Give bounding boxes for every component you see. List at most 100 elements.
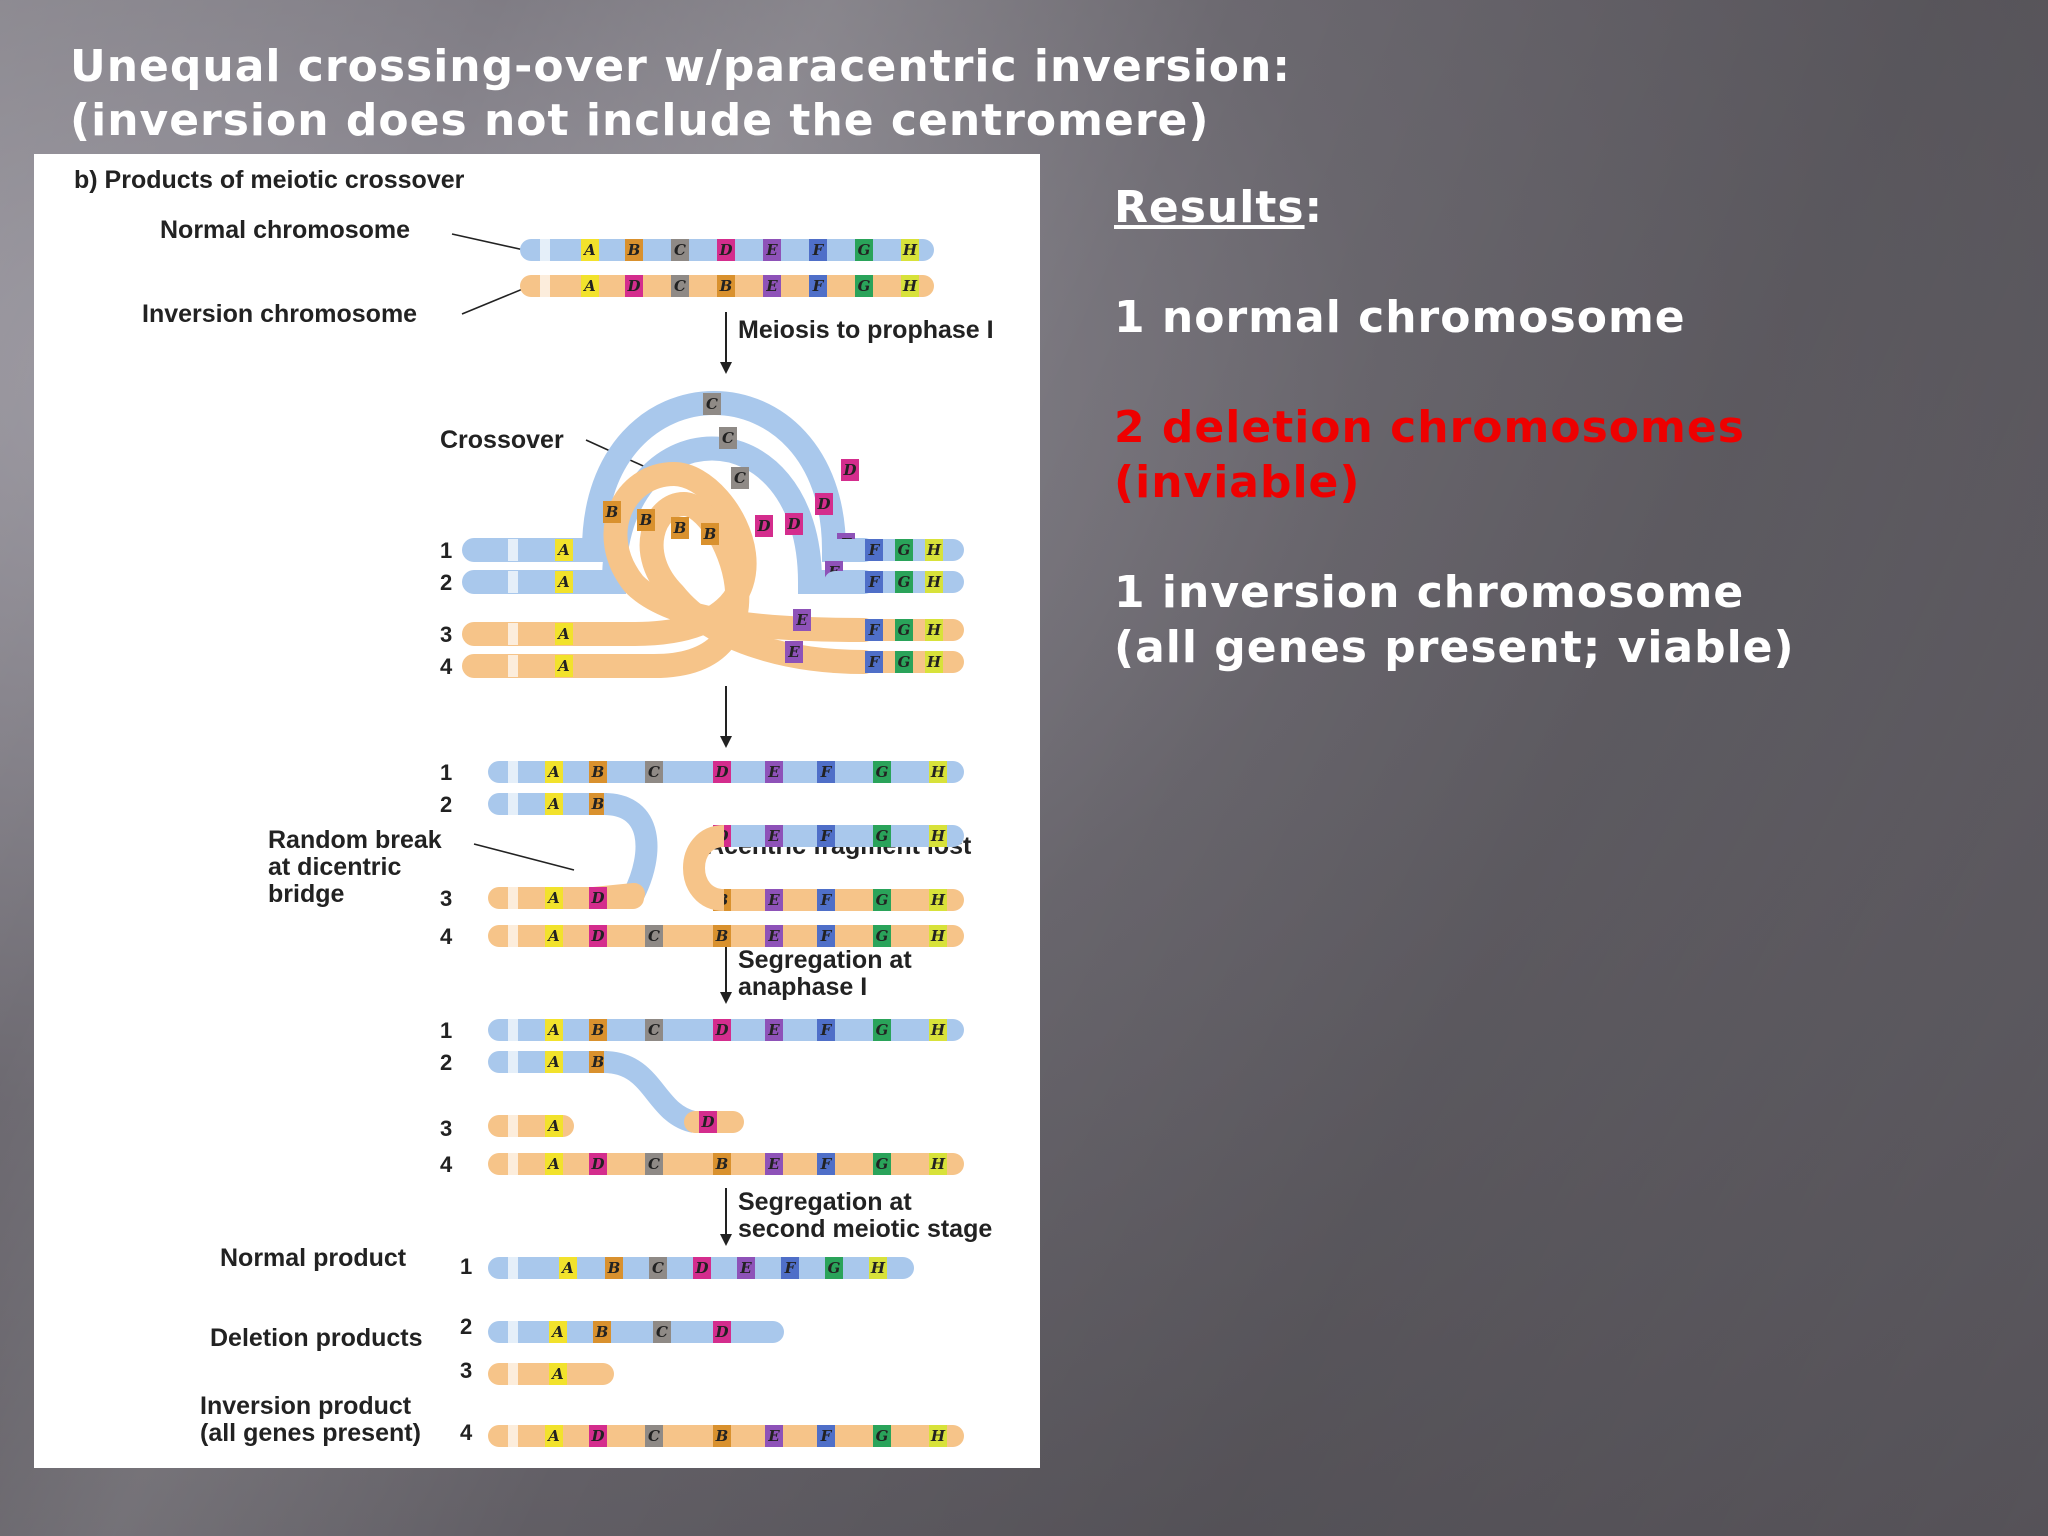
gene-label-F: F [784, 1259, 797, 1277]
gene-label-D: D [714, 763, 728, 781]
prophase-strand-4: A [488, 655, 594, 677]
gene-label-C: C [652, 1259, 664, 1277]
gene-E [765, 825, 783, 847]
gene-F [781, 1257, 799, 1279]
gene-F [817, 761, 835, 783]
inversion-product-centromere [508, 1425, 518, 1447]
gene-A [545, 1051, 563, 1073]
bridge-strand-2a-centromere [508, 793, 518, 815]
meiotic-crossover-figure: b) Products of meiotic crossover Normal … [34, 154, 1040, 1468]
loop-gene-B: B [671, 517, 689, 539]
acentric-fragment-blue-body [714, 825, 964, 847]
gene-label-A: A [546, 763, 560, 781]
gene-A [559, 1257, 577, 1279]
slide-title-line1: Unequal crossing-over w/paracentric inve… [70, 41, 1291, 92]
strand-number-4: 4 [440, 1152, 453, 1177]
label-crossover: Crossover [440, 426, 564, 454]
loop-gene-box-D [785, 513, 803, 535]
normal-product-centromere [508, 1257, 518, 1279]
gene-B [589, 761, 607, 783]
gene-H [929, 825, 947, 847]
gene-E [765, 889, 783, 911]
gene-G [873, 925, 891, 947]
strand-number-1: 1 [460, 1254, 472, 1279]
gene-G [895, 539, 913, 561]
gene-label-H: H [926, 573, 942, 591]
strand-number-4: 4 [460, 1420, 473, 1445]
gene-label-E: E [767, 1427, 780, 1445]
gene-D [713, 761, 731, 783]
strand-number-3: 3 [440, 622, 452, 647]
gene-G [895, 619, 913, 641]
strand-number-1: 1 [440, 538, 452, 563]
loop-gene-box-B [701, 523, 719, 545]
gene-label-F: F [868, 621, 881, 639]
gene-B [713, 1425, 731, 1447]
gene-label-A: A [550, 1365, 564, 1383]
gene-label-H: H [902, 241, 918, 259]
gene-G [873, 825, 891, 847]
loop-gene-label-C: C [722, 429, 734, 447]
loop-gene-box-C [719, 427, 737, 449]
gene-label-G: G [876, 1155, 889, 1173]
gene-label-F: F [820, 1021, 833, 1039]
gene-label-A: A [560, 1259, 574, 1277]
gene-label-H: H [930, 763, 946, 781]
gene-D [717, 239, 735, 261]
gene-label-A: A [556, 657, 570, 675]
gene-F [865, 619, 883, 641]
gene-label-G: G [828, 1259, 841, 1277]
gene-label-E: E [767, 763, 780, 781]
gene-label-A: A [582, 277, 596, 295]
result-inversion-line1: 1 inversion chromosome [1114, 567, 1745, 618]
gene-label-B: B [591, 1021, 605, 1039]
loop-gene-D: D [785, 513, 803, 535]
gene-E [737, 1257, 755, 1279]
gene-B [589, 1019, 607, 1041]
gene-label-A: A [546, 1117, 560, 1135]
panel-title: b) Products of meiotic crossover [74, 166, 465, 194]
prophase-strand-1: A [488, 539, 594, 561]
gene-H [929, 1019, 947, 1041]
gene-H [925, 651, 943, 673]
loop-gene-label-B: B [703, 525, 717, 543]
gene-F [809, 275, 827, 297]
gene-label-B: B [591, 1053, 605, 1071]
gene-G [873, 1153, 891, 1175]
strand-number-1: 1 [440, 760, 452, 785]
gene-F [865, 571, 883, 593]
gene-label-H: H [926, 653, 942, 671]
deletion-product-2: A [488, 1363, 614, 1385]
gene-label-H: H [930, 1021, 946, 1039]
loop-gene-box-E [793, 609, 811, 631]
gene-C [653, 1321, 671, 1343]
loop-gene-box-D [815, 493, 833, 515]
anaphase-strand-2-arm [603, 1051, 698, 1133]
normal-chromosome-centromere [540, 239, 550, 261]
anaphase-strand-1-centromere [508, 1019, 518, 1041]
gene-label-D: D [626, 277, 640, 295]
loop-gene-B: B [603, 501, 621, 523]
gene-D [589, 887, 607, 909]
loop-gene-D: D [755, 515, 773, 537]
gene-label-B: B [719, 277, 733, 295]
strand-number-3: 3 [440, 1116, 452, 1141]
label-inversion-product-2: (all genes present) [200, 1419, 421, 1447]
gene-label-H: H [926, 541, 942, 559]
label-normal-product: Normal product [220, 1244, 407, 1272]
label-inversion-product-1: Inversion product [200, 1392, 412, 1420]
gene-label-G: G [858, 241, 871, 259]
prophase-strand-2-centromere [508, 571, 518, 593]
gene-label-D: D [590, 927, 604, 945]
gene-label-C: C [674, 241, 686, 259]
gene-F [865, 651, 883, 673]
bridge-strand-3-centromere [508, 887, 518, 909]
gene-label-D: D [590, 889, 604, 907]
loop-gene-E: E [785, 641, 803, 663]
gene-label-E: E [767, 891, 780, 909]
gene-label-F: F [820, 1427, 833, 1445]
